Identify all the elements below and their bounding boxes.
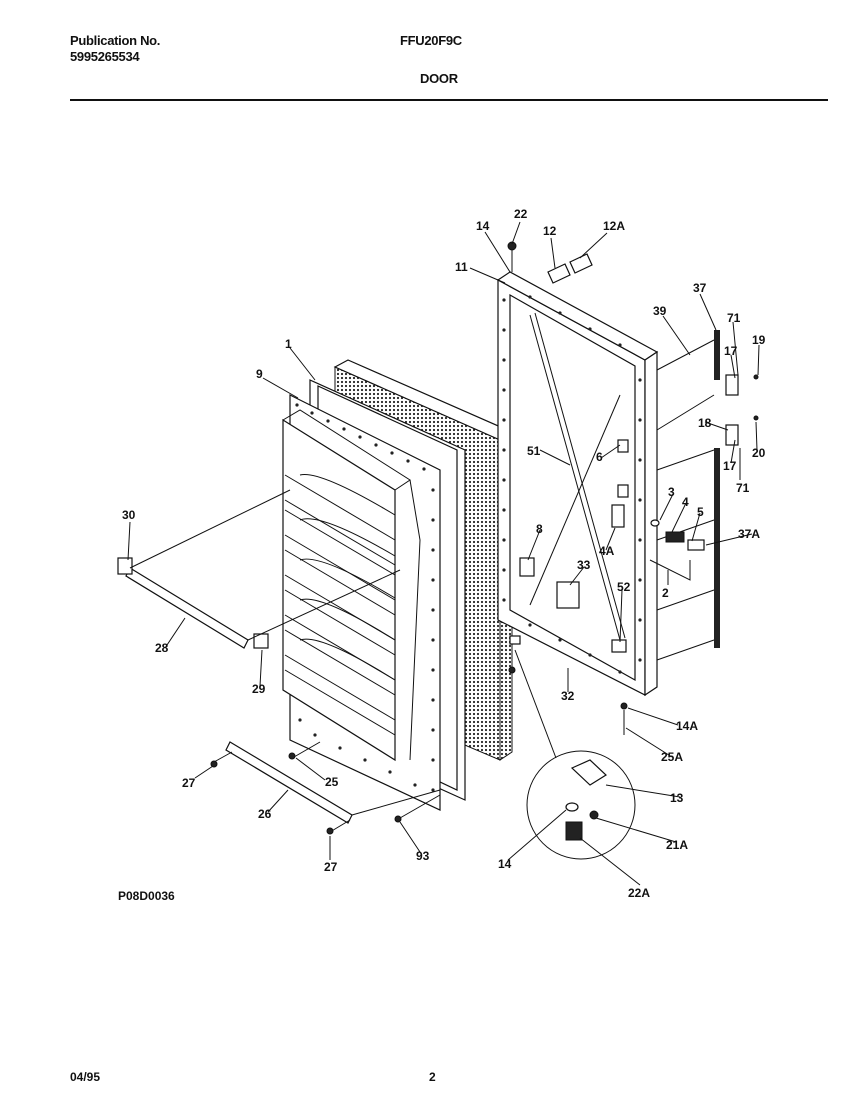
part-label: 27 (324, 860, 338, 874)
diagram-code: P08D0036 (118, 889, 175, 903)
part-label: 21A (666, 838, 688, 852)
part-label: 4 (682, 495, 689, 509)
part-label: 25A (661, 750, 683, 764)
hinge-detail (508, 635, 636, 860)
part-label: 6 (596, 450, 603, 464)
part-label: 28 (155, 641, 169, 655)
bottom-trim (210, 741, 441, 835)
part-label: 51 (527, 444, 541, 458)
footer-date: 04/95 (70, 1070, 101, 1084)
part-label: 11 (455, 260, 468, 274)
part-label: 8 (536, 522, 543, 536)
part-labels: 22 14 12 12A 11 37 39 71 19 17 1 18 9 51… (122, 207, 766, 900)
part-label: 13 (670, 791, 684, 805)
part-label: 26 (258, 807, 272, 821)
side-strips (656, 330, 759, 661)
part-label: 29 (252, 682, 266, 696)
part-label: 9 (256, 367, 263, 381)
part-label: 2 (662, 586, 669, 600)
part-label: 37 (693, 281, 707, 295)
part-label: 4A (599, 544, 615, 558)
leader-lines (127, 221, 760, 886)
part-label: 71 (727, 311, 741, 325)
handle-hardware (649, 519, 705, 581)
publication-number: 5995265534 (70, 49, 140, 64)
part-label: 37A (738, 527, 760, 541)
part-label: 17 (723, 459, 737, 473)
header-rule (70, 99, 828, 101)
part-label: 14 (476, 219, 490, 233)
part-label: 25 (325, 775, 339, 789)
part-label: 17 (724, 344, 738, 358)
part-label: 3 (668, 485, 675, 499)
part-label: 22A (628, 886, 650, 900)
section-title: DOOR (420, 71, 458, 86)
part-label: 19 (752, 333, 766, 347)
part-label: 52 (617, 580, 631, 594)
publication-label: Publication No. (70, 33, 161, 48)
part-label: 18 (698, 416, 712, 430)
top-hardware (507, 241, 593, 284)
inner-liner (282, 394, 441, 811)
page-number: 2 (429, 1070, 436, 1084)
part-label: 22 (514, 207, 528, 221)
part-label: 33 (577, 558, 591, 572)
part-label: 14 (498, 857, 512, 871)
left-trim (117, 489, 401, 649)
part-label: 39 (653, 304, 667, 318)
part-label: 27 (182, 776, 196, 790)
part-label: 14A (676, 719, 698, 733)
part-label: 32 (561, 689, 575, 703)
part-label: 12A (603, 219, 625, 233)
outer-door-panel (496, 271, 659, 697)
part-label: 5 (697, 505, 704, 519)
part-label: 30 (122, 508, 136, 522)
part-label: 1 (285, 337, 292, 351)
part-label: 93 (416, 849, 430, 863)
part-label: 12 (543, 224, 557, 238)
part-label: 71 (736, 481, 750, 495)
model-number: FFU20F9C (400, 33, 462, 48)
part-label: 20 (752, 446, 766, 460)
